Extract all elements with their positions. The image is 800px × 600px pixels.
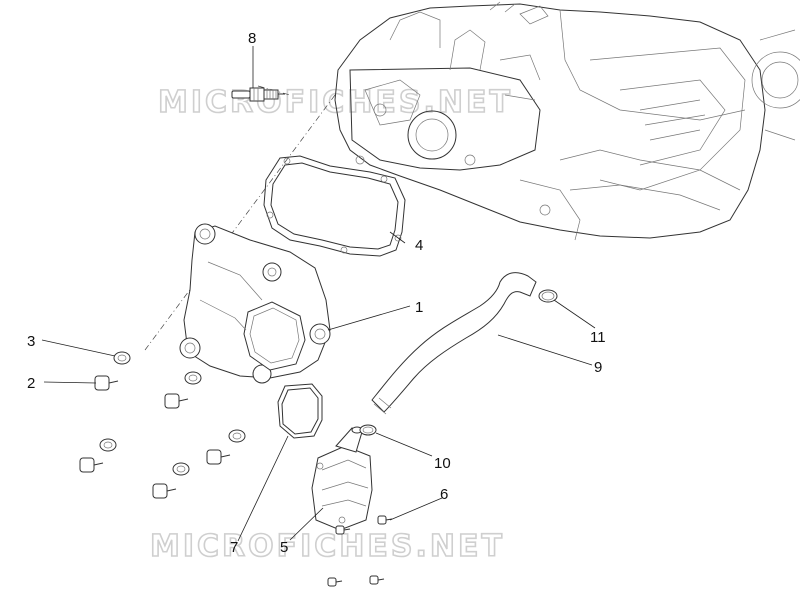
callout-10: 10 [434,455,451,472]
callout-2: 2 [27,375,35,392]
callout-3: 3 [27,333,35,350]
callout-8: 8 [248,30,256,47]
washer-set [99,351,246,476]
hose-clamp-small [359,424,377,436]
callout-9: 9 [594,359,602,376]
leader-lines [41,46,596,542]
hose-clamp-large [538,289,558,303]
callout-4: 4 [415,237,423,254]
callout-1: 1 [415,299,423,316]
watermark-bottom: MICROFICHES.NET [150,529,505,564]
watermark-top: MICROFICHES.NET [158,85,513,120]
valve-cover-gasket [263,155,406,257]
oring-seal [277,383,323,439]
valve-cover [179,223,331,384]
callout-5: 5 [280,539,288,556]
callout-6: 6 [440,486,448,503]
callout-7: 7 [230,539,238,556]
breather-housing [311,426,373,531]
screw-set [327,515,393,587]
callout-11: 11 [590,329,606,346]
alignment-line-spark-plug [144,94,336,351]
breather-hose [371,272,537,415]
spark-plug [231,87,285,102]
engine-block [334,1,800,241]
bolt-set [79,375,231,499]
